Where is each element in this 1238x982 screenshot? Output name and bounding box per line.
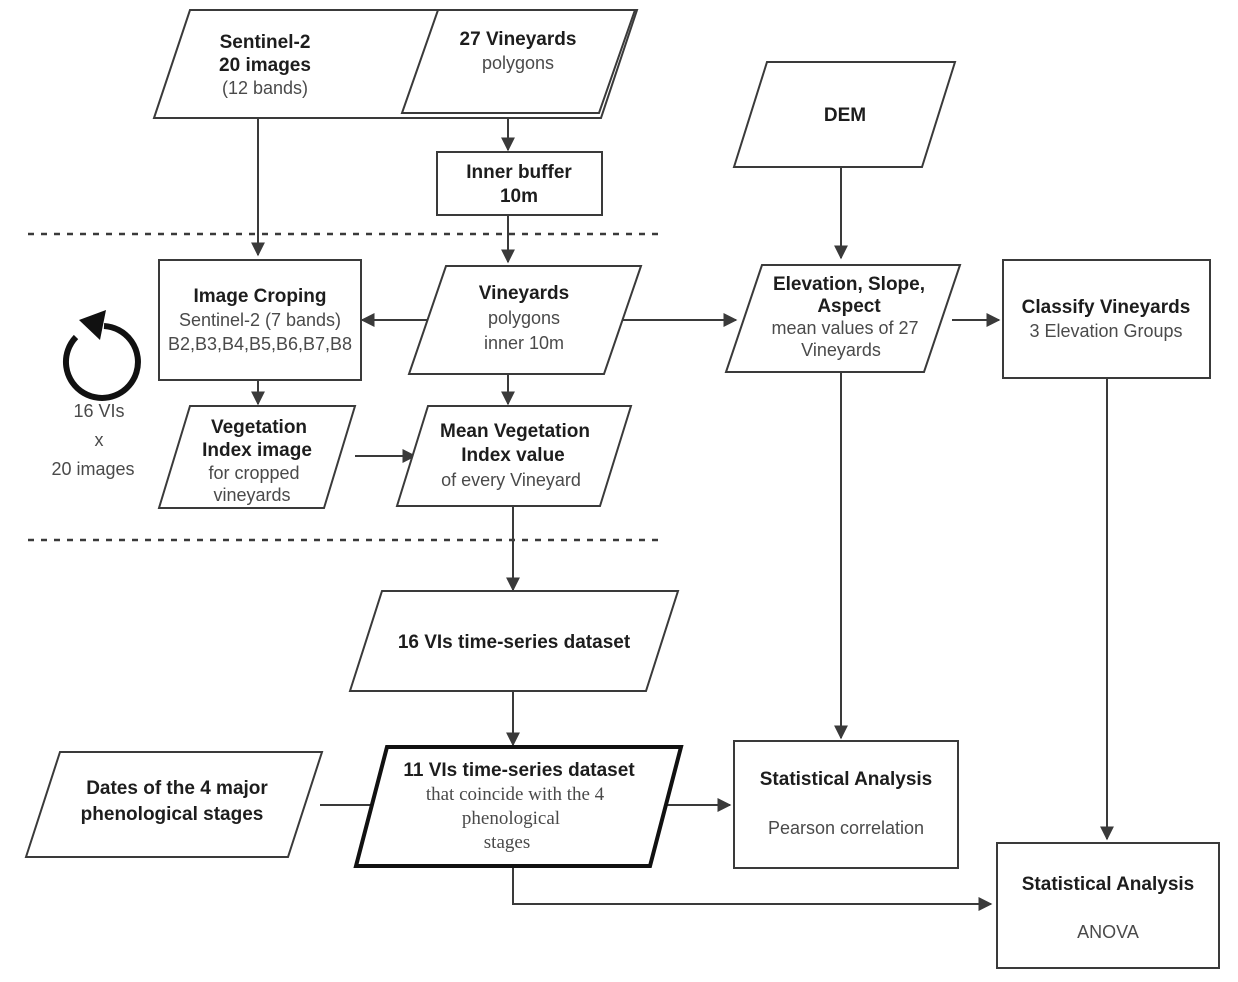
node-vi16-line1: 16 VIs time-series dataset — [398, 632, 631, 653]
node-vineyards-inner-line1: Vineyards — [479, 283, 569, 304]
node-vi11-line3: phenological — [462, 808, 560, 829]
node-dates-line1: Dates of the 4 major — [86, 778, 268, 799]
node-vineyards27-line2: polygons — [482, 53, 554, 73]
node-elevation-line4: Vineyards — [801, 340, 881, 360]
node-vi-image-line2: Index image — [202, 440, 312, 461]
node-image-croping-shape — [158, 259, 362, 381]
node-stats-anova-line1: Statistical Analysis — [1022, 874, 1194, 895]
node-vegetation-index-image[interactable]: Vegetation Index image for cropped viney… — [157, 405, 357, 509]
node-sentinel2-line3: (12 bands) — [222, 78, 308, 98]
loop-annotation: 16 VIs x 20 images — [51, 310, 141, 479]
node-inner-buffer-line1: Inner buffer — [466, 162, 572, 183]
node-image-croping[interactable]: Image Croping Sentinel-2 (7 bands) B2,B3… — [158, 259, 362, 381]
node-vineyards27-shape — [400, 9, 637, 114]
loop-annotation-line2: x — [95, 430, 104, 450]
node-vi11-line1: 11 VIs time-series dataset — [403, 760, 635, 781]
refresh-loop-icon — [63, 310, 141, 401]
node-inner-buffer-line2: 10m — [500, 186, 538, 207]
node-dem-line1: DEM — [824, 105, 866, 126]
node-vineyards-inner-line3: inner 10m — [484, 333, 564, 353]
node-vi11-dataset[interactable]: 11 VIs time-series dataset that coincide… — [353, 745, 684, 868]
node-vi16-dataset-shape — [348, 590, 680, 692]
node-stats-pearson-line2: Pearson correlation — [768, 818, 924, 838]
node-mean-vegetation-index-shape — [395, 405, 633, 507]
node-vi11-line4: stages — [484, 832, 530, 853]
node-stats-pearson-shape — [733, 740, 959, 869]
node-classify-line2: 3 Elevation Groups — [1029, 321, 1182, 341]
node-elevation-slope-aspect-shape — [724, 264, 962, 373]
node-classify-vineyards-shape — [1002, 259, 1211, 379]
node-sentinel2-line2: 20 images — [219, 55, 311, 76]
node-stats-anova-line2: ANOVA — [1077, 922, 1139, 942]
node-dem-shape — [732, 61, 957, 168]
node-vineyards27-line1: 27 Vineyards — [460, 29, 577, 50]
loop-annotation-line3: 20 images — [51, 459, 134, 479]
node-vegetation-index-image-shape — [157, 405, 357, 509]
node-sentinel2-line1: Sentinel-2 — [220, 32, 311, 53]
node-vineyards-inner-shape — [407, 265, 643, 375]
node-mean-vi-line2: Index value — [461, 445, 565, 466]
node-elevation-slope-aspect[interactable]: Elevation, Slope, Aspect mean values of … — [724, 264, 962, 373]
node-vi-image-line4: vineyards — [213, 485, 290, 505]
node-mean-vi-line3: of every Vineyard — [441, 470, 581, 490]
node-vi16-dataset[interactable]: 16 VIs time-series dataset — [348, 590, 680, 692]
node-vi-image-line3: for cropped — [208, 463, 299, 483]
node-classify-line1: Classify Vineyards — [1022, 297, 1191, 318]
node-vineyards-inner-line2: polygons — [488, 308, 560, 328]
node-mean-vi-line1: Mean Vegetation — [440, 421, 590, 442]
node-vi11-dataset-shape — [353, 745, 684, 868]
node-vi-image-line1: Vegetation — [211, 417, 307, 438]
node-dates-phenological[interactable]: Dates of the 4 major phenological stages — [24, 751, 324, 858]
node-dates-phenological-shape — [24, 751, 324, 858]
node-statistical-analysis-anova[interactable]: Statistical Analysis ANOVA — [996, 842, 1220, 969]
node-image-croping-line2: Sentinel-2 (7 bands) — [179, 310, 341, 330]
node-elevation-line3: mean values of 27 — [771, 318, 918, 338]
conn-vi11-to-stats-anova — [512, 866, 993, 911]
node-stats-anova-shape — [996, 842, 1220, 969]
node-inner-buffer[interactable]: Inner buffer 10m — [436, 151, 603, 216]
node-vineyards-inner[interactable]: Vineyards polygons inner 10m — [407, 265, 643, 375]
node-elevation-line1: Elevation, Slope, — [773, 274, 925, 295]
node-classify-vineyards[interactable]: Classify Vineyards 3 Elevation Groups — [1002, 259, 1211, 379]
node-image-croping-line1: Image Croping — [193, 286, 326, 307]
node-statistical-analysis-pearson[interactable]: Statistical Analysis Pearson correlation — [733, 740, 959, 869]
node-elevation-line2: Aspect — [817, 296, 881, 317]
loop-annotation-line1: 16 VIs — [73, 401, 124, 421]
node-mean-vegetation-index[interactable]: Mean Vegetation Index value of every Vin… — [395, 405, 633, 507]
node-vineyards27[interactable]: 27 Vineyards polygons — [400, 9, 637, 114]
node-image-croping-line3: B2,B3,B4,B5,B6,B7,B8 — [168, 334, 352, 354]
node-dem[interactable]: DEM — [732, 61, 957, 168]
node-vi11-line2: that coincide with the 4 — [426, 784, 605, 805]
node-stats-pearson-line1: Statistical Analysis — [760, 769, 932, 790]
node-inner-buffer-shape — [436, 151, 603, 216]
node-dates-line2: phenological stages — [81, 804, 264, 825]
